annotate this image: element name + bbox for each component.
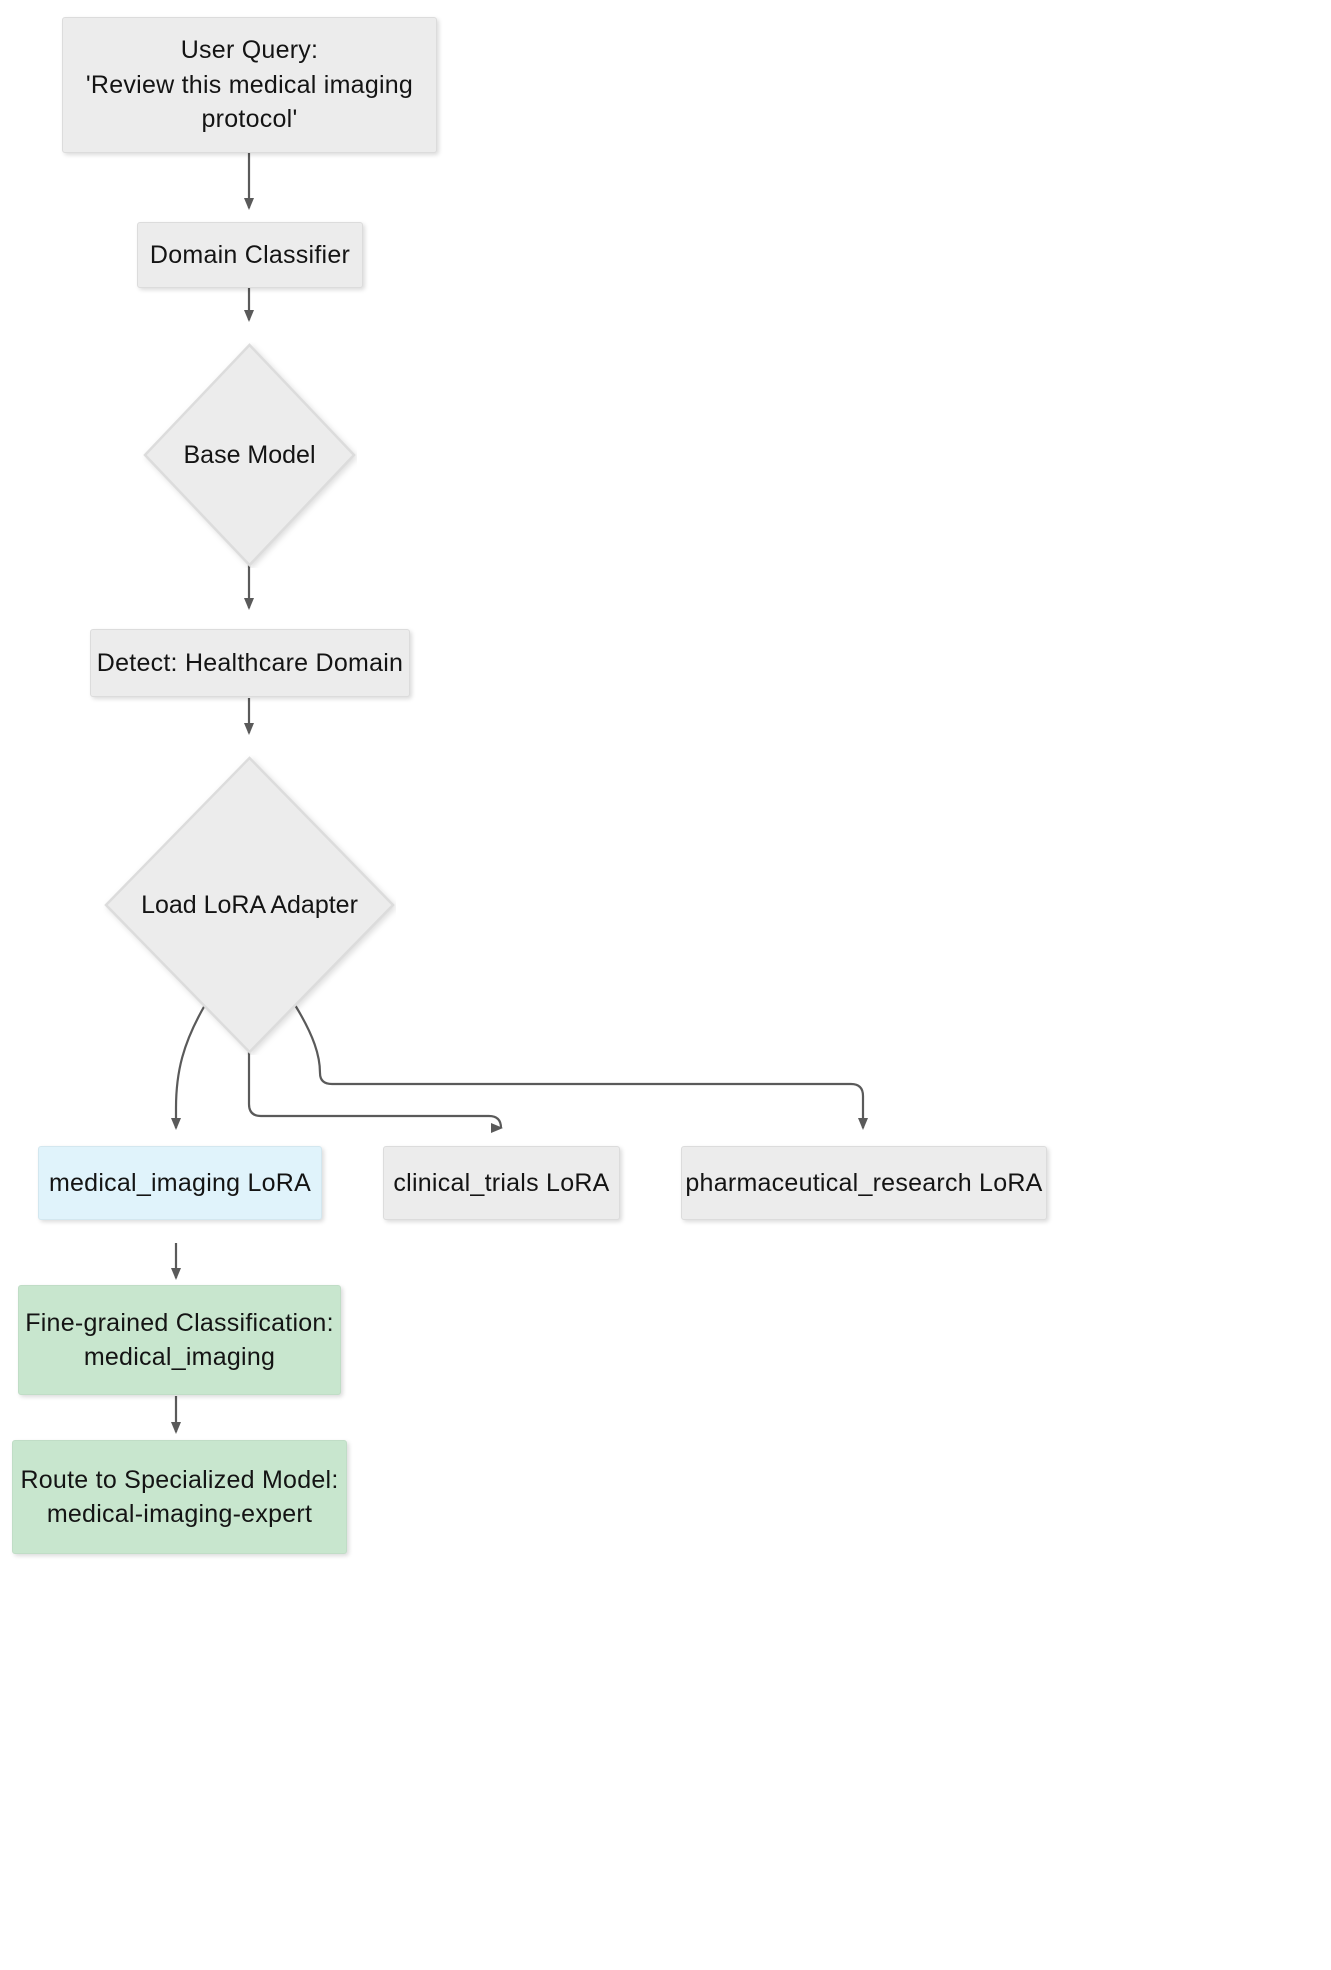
node-fine-grained-classification-line-1: medical_imaging [83, 1343, 276, 1371]
node-domain-classifier-label: Domain Classifier [149, 240, 351, 269]
node-route-to-specialized-model-line-1: medical-imaging-expert [46, 1500, 313, 1528]
node-pharmaceutical-research-lora[interactable]: pharmaceutical_research LoRA [681, 1146, 1047, 1220]
node-user-query[interactable]: User Query: 'Review this medical imaging… [62, 17, 437, 153]
node-medical-imaging-lora[interactable]: medical_imaging LoRA [38, 1146, 322, 1220]
node-base-model[interactable]: Base Model [142, 342, 357, 568]
node-fine-grained-classification-line-0: Fine-grained Classification: [25, 1308, 334, 1337]
node-medical-imaging-lora-label: medical_imaging LoRA [48, 1168, 312, 1197]
node-clinical-trials-lora[interactable]: clinical_trials LoRA [383, 1146, 620, 1220]
node-load-lora-adapter-label: Load LoRA Adapter [141, 890, 358, 919]
node-fine-grained-classification[interactable]: Fine-grained Classification: medical_ima… [18, 1285, 341, 1395]
node-detect-healthcare-domain-label: Detect: Healthcare Domain [96, 648, 404, 677]
base-model-diamond-shape [143, 343, 356, 567]
node-route-to-specialized-model[interactable]: Route to Specialized Model: medical-imag… [12, 1440, 347, 1554]
node-clinical-trials-lora-label: clinical_trials LoRA [393, 1168, 610, 1197]
edge-load-lora-adapter-to-clinical-trials-lora [247, 1050, 506, 1130]
node-user-query-line-2: protocol' [201, 105, 298, 134]
node-base-model-label: Base Model [183, 440, 316, 469]
node-user-query-line-1: 'Review this medical imaging [85, 70, 414, 99]
node-load-lora-adapter[interactable]: Load LoRA Adapter [103, 755, 396, 1055]
node-detect-healthcare-domain[interactable]: Detect: Healthcare Domain [90, 629, 410, 697]
load-lora-adapter-diamond-shape [104, 756, 395, 1054]
node-domain-classifier[interactable]: Domain Classifier [137, 222, 363, 288]
node-user-query-line-0: User Query: [180, 36, 319, 65]
node-pharmaceutical-research-lora-label: pharmaceutical_research LoRA [685, 1168, 1043, 1197]
node-route-to-specialized-model-line-0: Route to Specialized Model: [20, 1465, 339, 1494]
